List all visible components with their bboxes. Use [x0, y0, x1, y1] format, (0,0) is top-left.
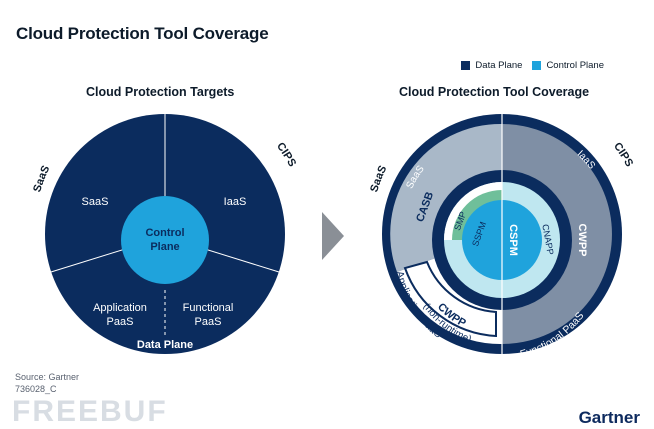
figure-code: 736028_C: [15, 384, 57, 394]
control-plane-label-1: Control: [145, 227, 184, 239]
legend: Data Plane Control Plane: [461, 60, 604, 71]
page-title: Cloud Protection Tool Coverage: [16, 24, 269, 43]
data-plane-label: Data Plane: [137, 339, 193, 351]
outer-label-cips-left: CIPS: [274, 140, 298, 168]
quadrant-label-saas: SaaS: [82, 196, 109, 208]
quadrant-label-app-paas-1: Application: [93, 302, 147, 314]
control-plane-circle: [121, 196, 209, 284]
outer-label-saas-left: SaaS: [31, 164, 52, 194]
cwpp-label: CWPP: [576, 224, 588, 257]
chevron-right-icon: [322, 212, 344, 260]
quadrant-label-func-paas-2: PaaS: [195, 316, 222, 328]
quadrant-label-func-paas-1: Functional: [183, 302, 234, 314]
left-diagram-title: Cloud Protection Targets: [86, 85, 235, 99]
source-note: Source: Gartner: [15, 372, 80, 382]
right-diagram: CASB CWPP SMP SSPM CSPM CNAPP CWPP (non-…: [368, 114, 635, 361]
watermark: FREEBUF: [12, 395, 168, 428]
legend-swatch-control-plane: [532, 61, 542, 70]
outer-label-cips-right: CIPS: [611, 140, 635, 168]
legend-label-data-plane: Data Plane: [475, 60, 523, 71]
right-diagram-title: Cloud Protection Tool Coverage: [399, 85, 590, 99]
quadrant-label-app-paas-2: PaaS: [107, 316, 134, 328]
cwpp-nonruntime-band: [403, 260, 497, 338]
legend-swatch-data-plane: [461, 61, 471, 70]
legend-label-control-plane: Control Plane: [546, 60, 604, 71]
gartner-logo: Gartner: [578, 408, 640, 427]
outer-label-saas-right: SaaS: [368, 164, 389, 194]
cspm-label: CSPM: [507, 224, 519, 256]
legend-item-control-plane: Control Plane: [532, 60, 604, 71]
left-diagram: Control Plane SaaS IaaS Application PaaS…: [31, 114, 298, 354]
legend-item-data-plane: Data Plane: [461, 60, 522, 71]
quadrant-label-iaas: IaaS: [224, 196, 247, 208]
control-plane-label-2: Plane: [150, 241, 179, 253]
